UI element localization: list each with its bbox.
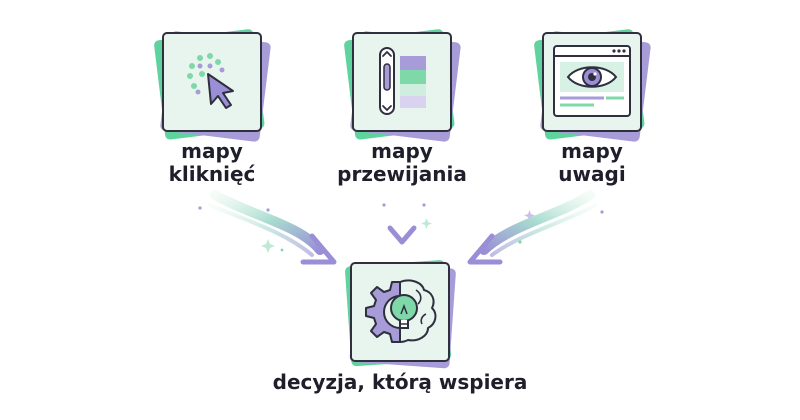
label-decision: decyzja, którą wspiera [272,370,528,394]
label-line-1: mapy [561,139,623,163]
cursor-click-icon [187,53,234,109]
label-line-1: mapy [371,139,433,163]
label-line-1: mapy [181,139,243,163]
scrollbar-icon [379,47,426,115]
arrow-right [467,190,598,265]
label-click-maps: mapy kliknięć [112,140,312,186]
sparkles [198,203,604,253]
arrow-left [208,190,337,265]
card-scroll-maps [343,28,462,143]
card-decision [344,259,457,369]
label-scroll-maps: mapy przewijania [302,140,502,186]
lightbulb-icon [390,294,418,329]
eye-icon [553,45,631,117]
card-click-maps [153,28,272,143]
label-line-2: kliknięć [168,162,256,186]
arrow-middle [387,187,417,245]
gear-brain-lightbulb-icon [365,279,437,343]
label-attention-maps: mapy uwagi [492,140,692,186]
label-line-2: uwagi [558,162,626,186]
label-line-2: przewijania [337,162,467,186]
card-attention-maps [533,28,652,143]
